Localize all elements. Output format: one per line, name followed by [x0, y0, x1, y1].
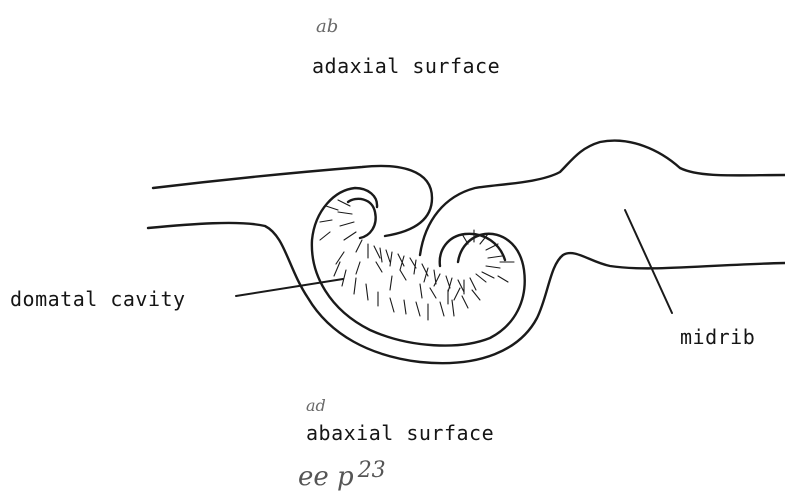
adaxial-surface-label: adaxial surface [312, 54, 500, 78]
domatal-cavity-label: domatal cavity [10, 287, 186, 311]
handwritten-note-ab: ab [316, 16, 338, 37]
handwritten-note-ad: ad [306, 396, 326, 415]
left-curl-inner [348, 199, 376, 238]
abaxial-surface-label: abaxial surface [306, 421, 494, 445]
page-ref-prefix: ee p [298, 462, 354, 492]
domatium-hairs [320, 200, 514, 320]
midrib-label: midrib [680, 325, 755, 349]
page-ref-number: 23 [358, 458, 386, 483]
midrib-leader [625, 210, 672, 313]
